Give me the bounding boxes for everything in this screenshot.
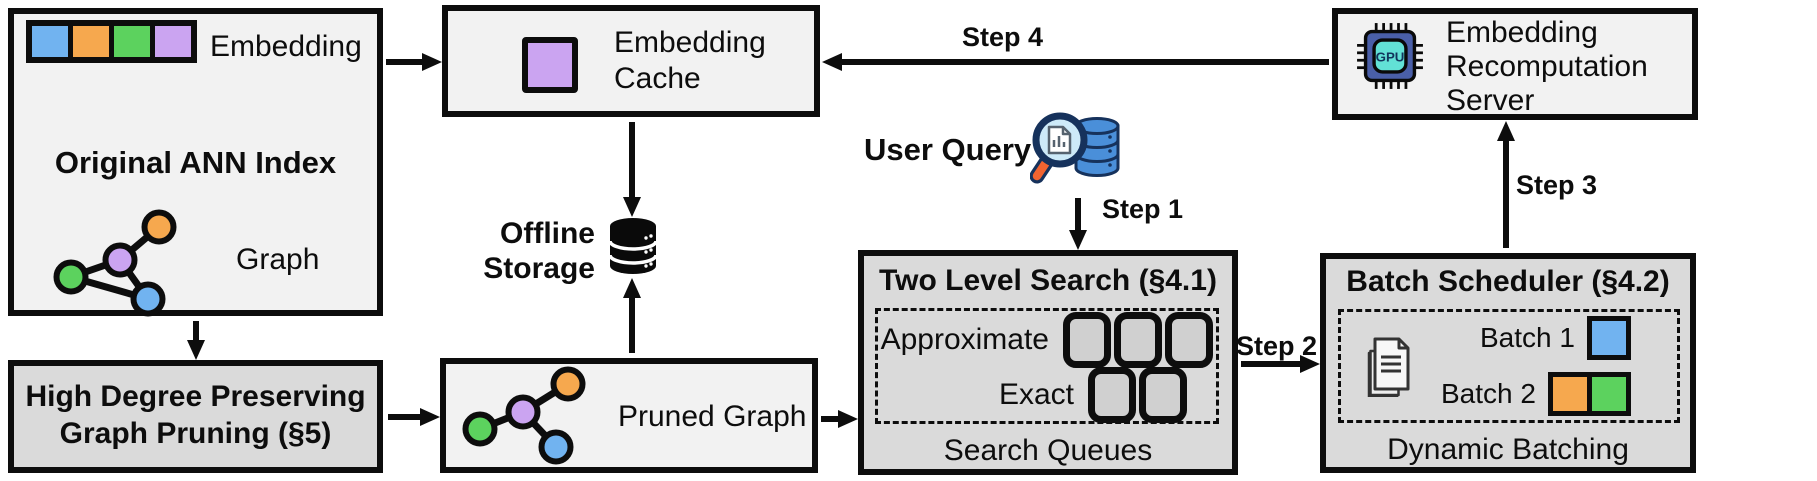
exact-queue-row: Exact <box>878 366 1216 423</box>
step-3-label: Step 3 <box>1516 170 1598 200</box>
pruned-graph-label: Pruned Graph <box>618 400 807 433</box>
green-square <box>114 26 150 57</box>
queue-slot <box>1114 311 1162 368</box>
graph-label: Graph <box>236 243 320 276</box>
database-icon <box>608 218 658 274</box>
exact-label: Exact <box>998 377 1074 411</box>
batch-2-squares <box>1547 372 1631 416</box>
graph-pruning-label: High Degree Preserving Graph Pruning (§5… <box>25 380 366 450</box>
magnifier-database-icon <box>1030 112 1120 184</box>
gpu-chip-icon: GPU <box>1357 23 1423 89</box>
pruned-graph-icon <box>462 366 586 465</box>
embedding-cache-box: Embedding Cache <box>442 5 820 117</box>
dynamic-batching-panel: Batch 1 Batch 2 <box>1338 309 1680 423</box>
step-4-label: Step 4 <box>962 22 1044 52</box>
queue-slot <box>1139 366 1187 423</box>
batch-2-row: Batch 2 <box>1441 372 1631 416</box>
embedding-recomputation-server-label: Embedding Recomputation Server <box>1446 16 1648 117</box>
user-query-label: User Query <box>864 132 1032 167</box>
original-ann-index-box: Embedding Original ANN Index Graph <box>8 8 383 317</box>
offline-storage-label: Offline Storage <box>483 217 595 285</box>
queue-slot <box>1165 311 1213 368</box>
batch-1-label: Batch 1 <box>1480 322 1575 353</box>
original-graph-icon <box>53 209 177 317</box>
two-level-search-box: Two Level Search (§4.1) Approximate Exac… <box>858 250 1238 475</box>
dynamic-batching-caption: Dynamic Batching <box>1387 433 1629 466</box>
queue-slot <box>1063 311 1111 368</box>
embedding-label: Embedding <box>210 30 362 63</box>
approximate-queue-row: Approximate <box>878 311 1216 368</box>
batch-scheduler-title: Batch Scheduler (§4.2) <box>1346 265 1670 298</box>
green-square <box>1586 377 1626 411</box>
step-1-label: Step 1 <box>1102 194 1184 224</box>
orange-square <box>1552 377 1587 411</box>
search-queues-panel: Approximate Exact <box>875 308 1219 424</box>
search-queues-caption: Search Queues <box>943 434 1153 467</box>
pruned-graph-box: Pruned Graph <box>440 358 818 473</box>
purple-square <box>155 26 191 57</box>
orange-square <box>73 26 109 57</box>
gpu-chip-text: GPU <box>1376 49 1405 64</box>
approximate-queue-slots <box>1063 311 1216 368</box>
two-level-search-title: Two Level Search (§4.1) <box>879 264 1217 297</box>
batch-1-squares <box>1586 316 1631 360</box>
blue-square <box>32 26 68 57</box>
embedding-recomputation-server-box: GPU Embedding Recomputation Server <box>1332 8 1698 120</box>
queue-slot <box>1088 366 1136 423</box>
purple-square-icon <box>522 37 578 93</box>
step-2-label: Step 2 <box>1236 331 1318 361</box>
graph-pruning-box: High Degree Preserving Graph Pruning (§5… <box>8 360 383 473</box>
blue-square <box>1591 321 1626 355</box>
approximate-label: Approximate <box>880 322 1049 356</box>
original-ann-index-title: Original ANN Index <box>54 145 337 180</box>
exact-queue-slots <box>1088 366 1190 423</box>
embedding-vector-icon <box>26 20 197 63</box>
batch-scheduler-box: Batch Scheduler (§4.2) Batch 1 <box>1320 253 1696 473</box>
embedding-cache-label: Embedding Cache <box>614 26 766 95</box>
batch-1-row: Batch 1 <box>1441 316 1631 360</box>
documents-icon <box>1367 337 1410 397</box>
batch-2-label: Batch 2 <box>1441 378 1536 409</box>
